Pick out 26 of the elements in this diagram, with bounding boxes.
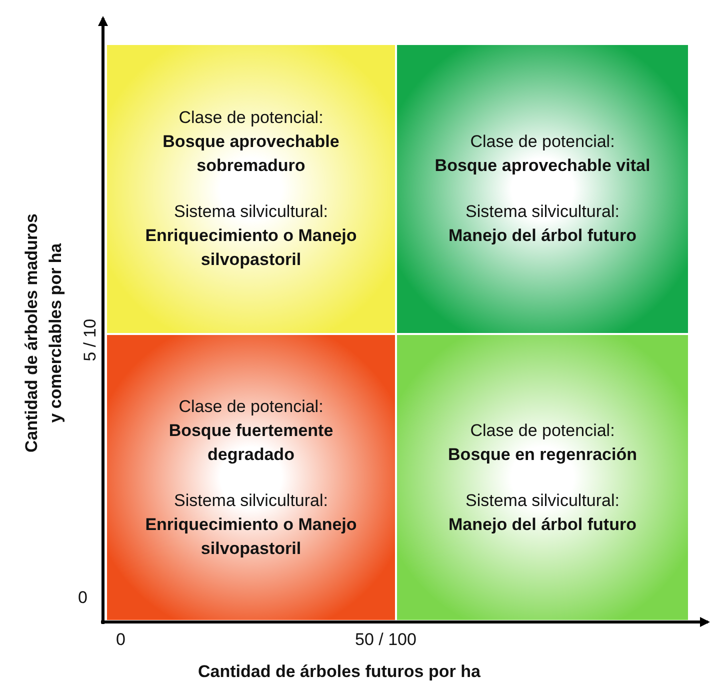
quadrant-panel — [107, 45, 395, 333]
class-value: Enriquecimiento o Manejo silvopastoril — [144, 225, 358, 271]
axis-title: Cantidad de árboles futuros por ha — [198, 662, 480, 682]
class-heading: Clase de potencial: — [470, 420, 615, 442]
axis-title: Cantidad de árboles maduros y comerclables por ha — [21, 212, 66, 454]
class-value: Bosque aprovechable vital — [434, 155, 650, 177]
tick-label: 0 — [116, 630, 126, 650]
class-heading: Sistema silvicultural: — [174, 201, 328, 223]
class-value: Bosque aprovechable sobremaduro — [162, 131, 340, 177]
quadrant-panel — [397, 45, 688, 333]
tick-label: 5 / 10 — [80, 318, 100, 362]
class-value: Bosque fuertemente degradado — [168, 420, 334, 466]
class-heading: Sistema silvicultural: — [174, 490, 328, 512]
quadrant-panel — [397, 335, 688, 620]
class-value: Manejo del árbol futuro — [448, 514, 636, 536]
class-value: Enriquecimiento o Manejo silvopastoril — [144, 514, 358, 560]
quadrant-panel — [107, 335, 395, 620]
tick-label: 50 / 100 — [355, 630, 416, 650]
class-heading: Sistema silvicultural: — [466, 201, 620, 223]
tick-label: 0 — [78, 588, 88, 608]
class-heading: Clase de potencial: — [178, 396, 324, 418]
class-heading: Clase de potencial: — [178, 107, 324, 129]
class-value: Bosque en regenración — [448, 444, 637, 466]
class-heading: Sistema silvicultural: — [466, 490, 620, 512]
class-heading: Clase de potencial: — [470, 131, 615, 153]
class-value: Manejo del árbol futuro — [448, 225, 636, 247]
